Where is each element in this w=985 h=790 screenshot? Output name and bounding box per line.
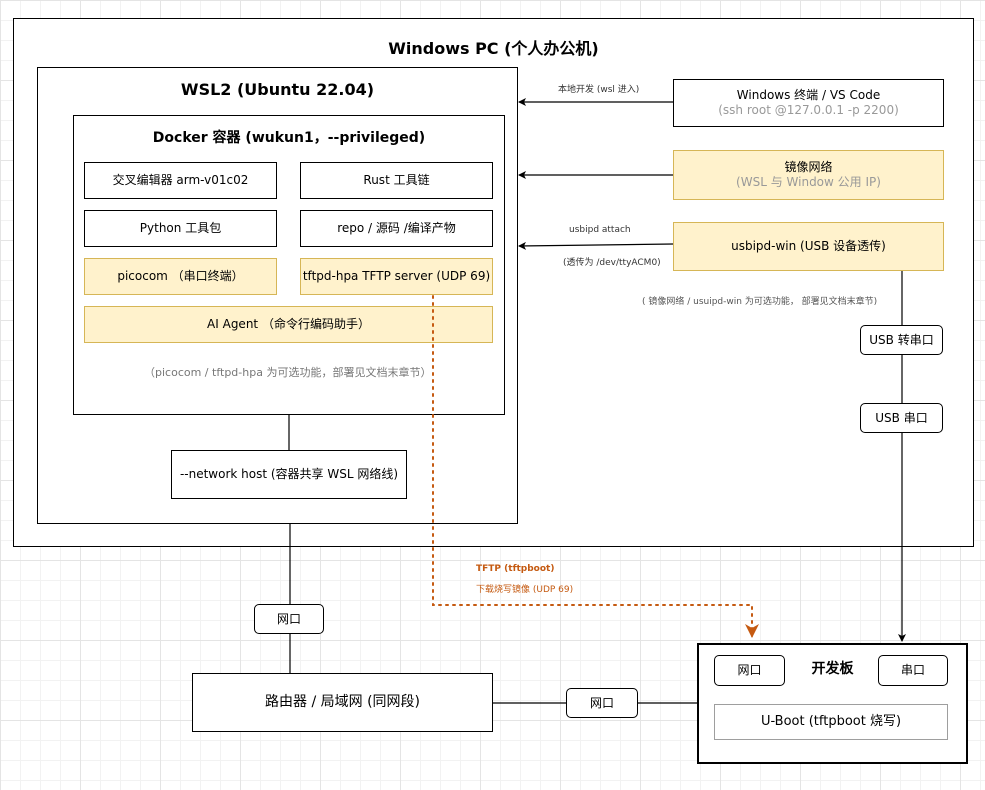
usb-serial-box: USB 串口 [860, 403, 943, 433]
tftpd-box: tftpd-hpa TFTP server (UDP 69) [300, 258, 493, 295]
tftp-title-label: TFTP (tftpboot) [476, 564, 555, 574]
usb-to-serial-label: USB 转串口 [869, 332, 934, 347]
repo-source-box: repo / 源码 /编译产物 [300, 210, 493, 247]
net-port-left-box: 网口 [254, 604, 324, 634]
passthrough-label: (透传为 /dev/ttyACM0) [563, 258, 661, 268]
repo-source-label: repo / 源码 /编译产物 [337, 221, 456, 235]
mirror-network-sub: (WSL 与 Window 公用 IP) [736, 175, 881, 189]
uboot-box: U-Boot (tftpboot 烧写) [714, 704, 948, 740]
picocom-box: picocom （串口终端） [84, 258, 277, 295]
dev-board-serial-port-box: 串口 [878, 655, 948, 686]
python-tools-box: Python 工具包 [84, 210, 277, 247]
rust-toolchain-box: Rust 工具链 [300, 162, 493, 199]
net-port-mid-label: 网口 [589, 695, 614, 710]
usbipd-label: usbipd-win (USB 设备透传) [731, 239, 886, 253]
usbipd-box: usbipd-win (USB 设备透传) [673, 222, 944, 271]
cross-compiler-box: 交叉编辑器 arm-v01c02 [84, 162, 277, 199]
usb-serial-label: USB 串口 [875, 410, 928, 425]
router-box: 路由器 / 局域网 (同网段) [192, 673, 493, 732]
cross-compiler-label: 交叉编辑器 arm-v01c02 [112, 173, 249, 187]
windows-pc-title: Windows PC (个人办公机) [388, 39, 599, 58]
tftp-sub-label: 下载烧写镜像 (UDP 69) [476, 585, 574, 595]
usbipd-attach-label: usbipd attach [569, 225, 631, 235]
ai-agent-box: AI Agent （命令行编码助手） [84, 306, 493, 343]
uboot-label: U-Boot (tftpboot 烧写) [760, 713, 902, 729]
tftpd-label: tftpd-hpa TFTP server (UDP 69) [302, 269, 491, 283]
python-tools-label: Python 工具包 [139, 221, 222, 235]
windows-terminal-ssh: (ssh root @127.0.0.1 -p 2200) [718, 103, 899, 117]
wsl2-title: WSL2 (Ubuntu 22.04) [180, 80, 375, 99]
net-port-left-label: 网口 [276, 611, 301, 626]
dev-board-net-port-label: 网口 [737, 663, 762, 677]
net-port-mid-box: 网口 [566, 688, 638, 718]
dev-board-net-port-box: 网口 [714, 655, 785, 686]
network-host-box: --network host (容器共享 WSL 网络线) [171, 450, 407, 499]
rust-toolchain-label: Rust 工具链 [363, 173, 430, 187]
ai-agent-label: AI Agent （命令行编码助手） [207, 317, 370, 331]
dev-board-title: 开发板 [811, 661, 854, 677]
network-host-label: --network host (容器共享 WSL 网络线) [179, 467, 399, 481]
usb-to-serial-box: USB 转串口 [860, 325, 943, 355]
mirror-network-box: 镜像网络 (WSL 与 Window 公用 IP) [673, 150, 944, 200]
picocom-label: picocom （串口终端） [117, 269, 244, 283]
windows-terminal-box: Windows 终端 / VS Code (ssh root @127.0.0.… [673, 79, 944, 127]
local-dev-label: 本地开发 (wsl 进入) [558, 85, 640, 95]
docker-optional-note: （picocom / tftpd-hpa 为可选功能，部署见文档末章节） [144, 366, 432, 379]
docker-title: Docker 容器 (wukun1，--privileged) [152, 130, 426, 146]
router-label: 路由器 / 局域网 (同网段) [265, 693, 420, 710]
windows-terminal-title: Windows 终端 / VS Code [736, 88, 881, 102]
dev-board-serial-port-label: 串口 [900, 663, 925, 677]
mirror-network-title: 镜像网络 [784, 160, 833, 174]
usbipd-optional-note: ( 镜像网络 / usuipd-win 为可选功能， 部署见文档末章节) [642, 297, 878, 307]
